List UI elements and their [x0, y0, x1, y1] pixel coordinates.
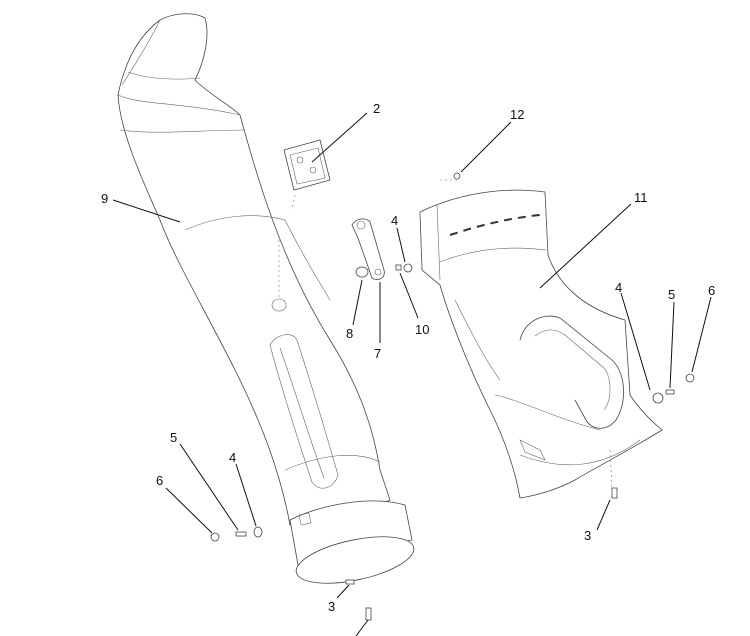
- hardware-parts: [210, 172, 695, 621]
- washer-part-8: [355, 266, 369, 278]
- callout-11: 11: [634, 190, 648, 205]
- callout-3-left: 3: [328, 599, 335, 614]
- nut-part-10: [395, 264, 402, 271]
- elbow-part-11: [419, 189, 663, 499]
- callout-2: 2: [373, 101, 380, 116]
- callout-4-right: 4: [615, 280, 622, 295]
- callout-4-lever: 4: [391, 213, 398, 228]
- washer-part-4: [403, 263, 413, 273]
- callout-9: 9: [101, 191, 108, 206]
- lever-part-7: [351, 218, 385, 280]
- leader-lines: [112, 112, 712, 636]
- callout-4-left: 4: [229, 450, 236, 465]
- callout-5-right: 5: [668, 287, 675, 302]
- tube-part-9: [117, 13, 415, 584]
- callout-12: 12: [510, 107, 524, 122]
- bracket-part-2: [283, 139, 331, 211]
- callout-7: 7: [374, 346, 381, 361]
- callout-6-left: 6: [156, 473, 163, 488]
- callout-3-right: 3: [584, 528, 591, 543]
- callout-8: 8: [346, 326, 353, 341]
- callout-labels: 2 9 12 11 4 8 7 10 4 5 6 5 4 6 3 3: [101, 101, 715, 614]
- callout-5-left: 5: [170, 430, 177, 445]
- callout-10: 10: [415, 322, 429, 337]
- callout-6-right: 6: [708, 283, 715, 298]
